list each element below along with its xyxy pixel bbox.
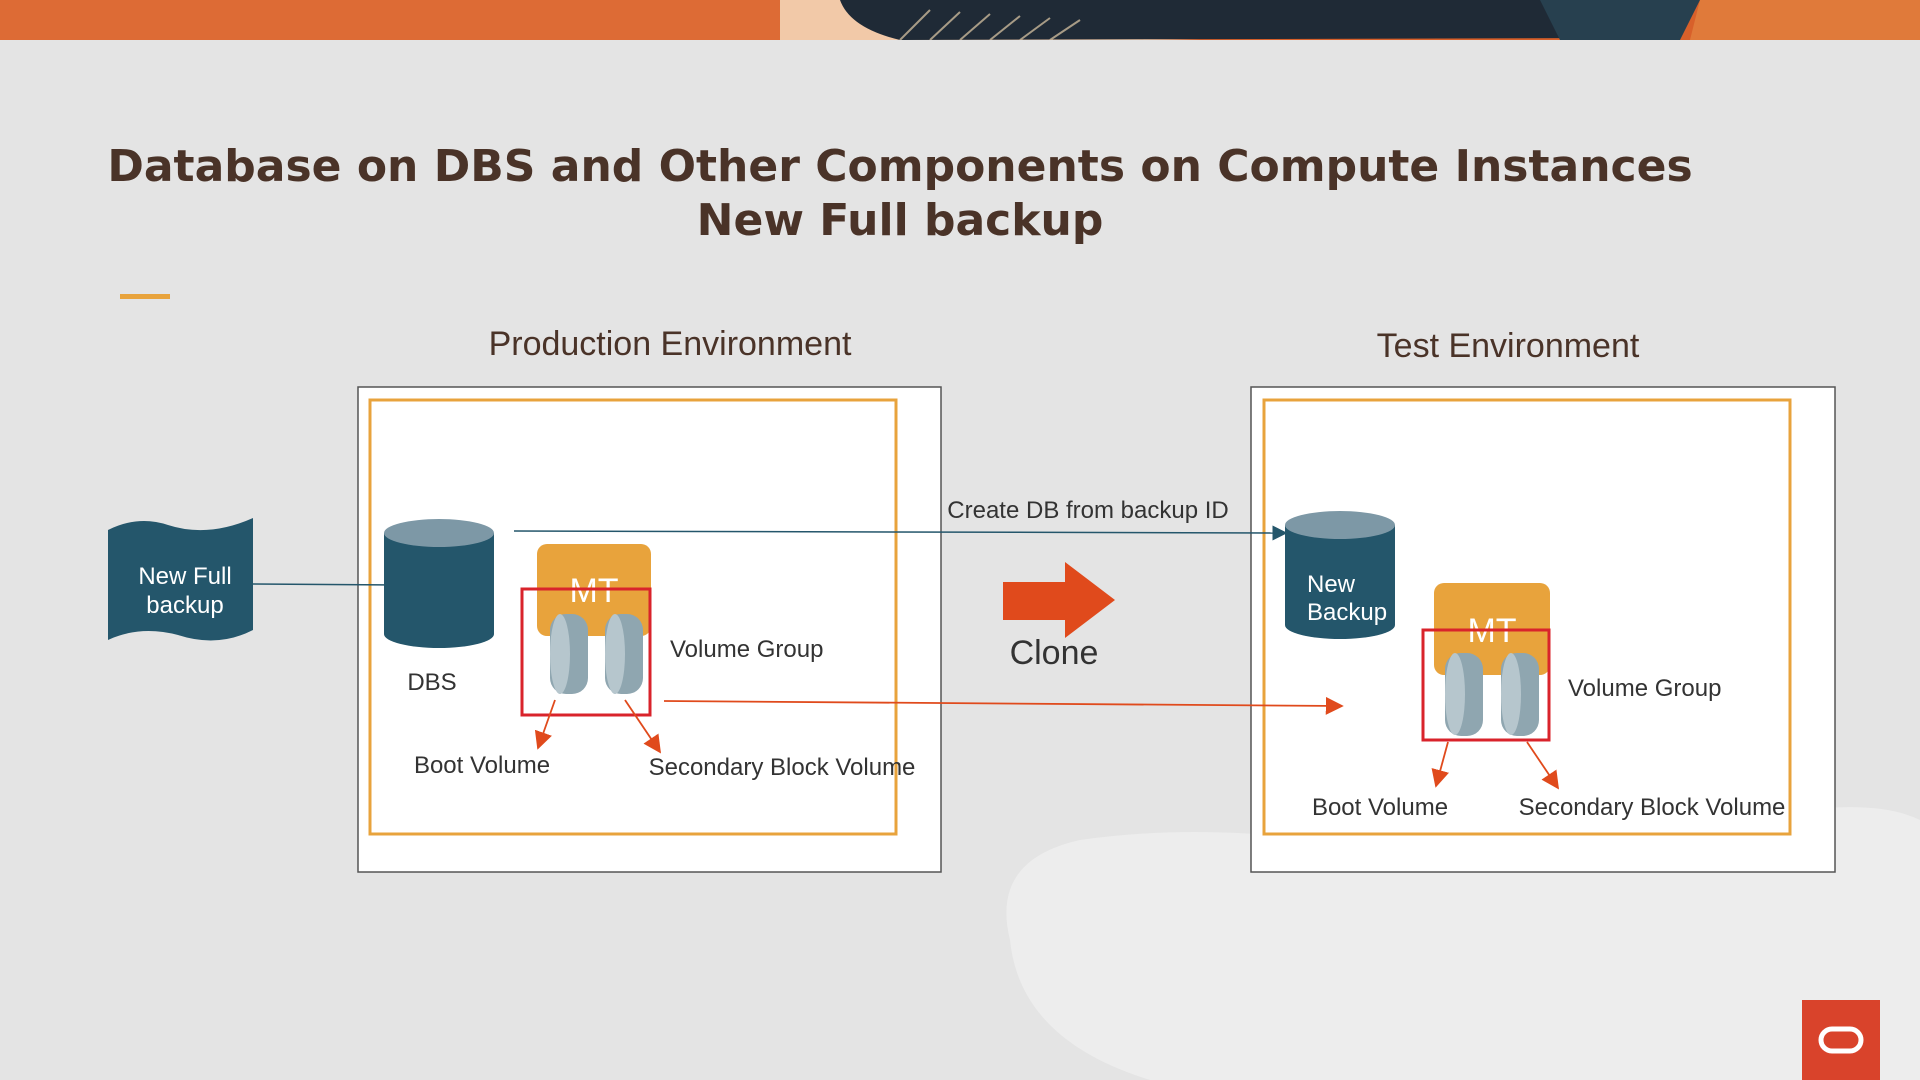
new-full-backup-label-line-1: New Full	[138, 563, 231, 590]
production-volume-group-outline	[520, 587, 652, 717]
dbs-database-icon	[384, 519, 494, 648]
slide-title: Database on DBS and Other Components on …	[0, 140, 1800, 248]
production-heading: Production Environment	[489, 325, 852, 363]
production-mt-label: MT	[569, 572, 618, 610]
test-volume-group-outline	[1421, 628, 1551, 742]
oracle-logo-badge	[1802, 1000, 1880, 1080]
oracle-logo-icon	[1818, 1026, 1864, 1054]
production-boot-volume-pointer	[534, 699, 556, 750]
test-inner-frame	[1262, 398, 1792, 836]
new-backup-label-line-2: Backup	[1307, 599, 1387, 626]
new-full-backup-icon: New Full backup	[108, 518, 253, 641]
test-heading: Test Environment	[1377, 327, 1640, 365]
production-secondary-disk-icon	[605, 614, 643, 694]
new-backup-label-line-1: New	[1307, 571, 1356, 598]
top-decorative-banner	[0, 0, 1920, 40]
test-volume-group-label: Volume Group	[1568, 675, 1721, 702]
dbs-label: DBS	[407, 669, 456, 696]
clone-label: Clone	[1010, 634, 1099, 672]
create-db-connector	[513, 525, 1288, 541]
slide-title-line-1: Database on DBS and Other Components on …	[107, 141, 1693, 192]
production-boot-disk-icon	[550, 614, 588, 694]
test-boot-disk-icon	[1445, 653, 1483, 736]
create-db-label: Create DB from backup ID	[947, 497, 1228, 524]
test-secondary-volume-label: Secondary Block Volume	[1519, 794, 1786, 821]
slide-title-line-2: New Full backup	[696, 195, 1104, 246]
production-secondary-volume-pointer	[624, 699, 662, 754]
test-secondary-disk-icon	[1501, 653, 1539, 736]
production-inner-frame	[368, 398, 898, 836]
production-secondary-volume-label: Secondary Block Volume	[649, 754, 916, 781]
new-full-backup-label-line-2: backup	[146, 592, 223, 619]
production-boot-volume-label: Boot Volume	[414, 752, 550, 779]
test-secondary-volume-pointer	[1526, 741, 1560, 790]
new-backup-database-icon: New Backup	[1285, 511, 1395, 639]
banner-artwork	[0, 0, 1920, 40]
production-volume-group-label: Volume Group	[670, 636, 823, 663]
test-boot-volume-label: Boot Volume	[1312, 794, 1448, 821]
volume-group-clone-connector	[663, 696, 1344, 715]
backup-to-dbs-connector	[252, 583, 403, 586]
title-accent-line	[120, 294, 170, 299]
decorative-texture	[1006, 807, 1920, 1080]
clone-arrow-icon	[1003, 562, 1115, 638]
test-boot-volume-pointer	[1431, 741, 1449, 788]
